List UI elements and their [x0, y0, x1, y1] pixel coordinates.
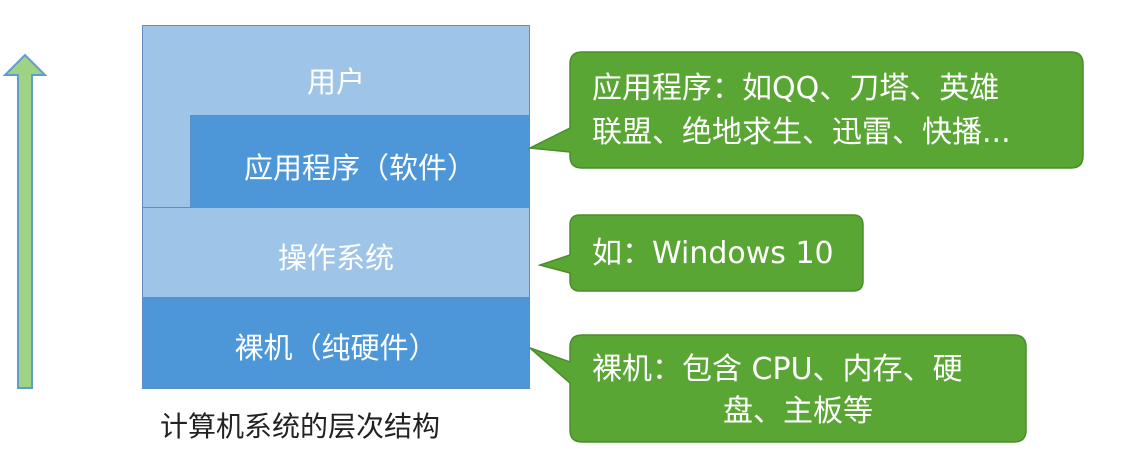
- callout-bare-machine-line-2: 盘、主板等: [723, 394, 873, 429]
- callout-applications-line-2: 联盟、绝地求生、迅雷、快播...: [592, 115, 1011, 150]
- callout-applications-shape: [527, 51, 1084, 169]
- callout-os-shape: [537, 214, 864, 292]
- layer-user-label: 用户: [306, 65, 365, 99]
- diagram-caption: 计算机系统的层次结构: [160, 410, 441, 443]
- layer-applications-label: 应用程序（软件）: [243, 151, 476, 185]
- callout-bare-machine-shape: [529, 334, 1027, 443]
- layer-os-label: 操作系统: [277, 241, 394, 275]
- layer-bare-machine-label: 裸机（纯硬件）: [234, 331, 438, 365]
- callout-os-text: 如：Windows 10: [592, 236, 834, 271]
- layer-bare-machine: 裸机（纯硬件）: [142, 297, 530, 389]
- layer-os: 操作系统: [142, 207, 530, 298]
- up-arrow-icon: [2, 53, 48, 389]
- callout-bare-machine-line-1: 裸机：包含 CPU、内存、硬: [592, 352, 963, 387]
- callout-applications-line-1: 应用程序：如QQ、刀塔、英雄: [592, 71, 1000, 106]
